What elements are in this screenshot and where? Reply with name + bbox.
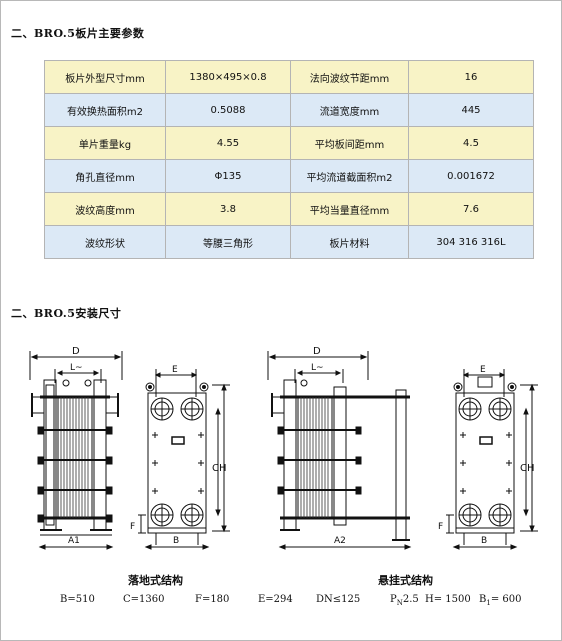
section-title-install: 二、BRO.5安装尺寸 [11,307,122,320]
param-label: 波纹形状 [44,225,166,259]
dim-label-a1: A1 [68,536,80,546]
dim-label-b: B [173,536,179,546]
param-value: 等腰三角形 [165,225,291,259]
dim-label-ch: CH [520,463,535,474]
param-label: 单片重量kg [44,126,166,160]
spec-b1: B1= 600 [479,594,522,607]
spec-dn: DN≤125 [316,594,361,605]
spec-f: F=180 [195,594,230,605]
spec-b: B=510 [60,594,95,605]
param-value: 0.001672 [408,159,534,193]
spec-c: C=1360 [123,594,165,605]
table-row: 单片重量kg 4.55 平均板间距mm 4.5 [44,126,534,160]
section-title-params: 二、BRO.5板片主要参数 [11,27,145,40]
param-label: 板片材料 [290,225,409,259]
spec-pn-prefix: P [390,594,397,605]
param-value: 0.5088 [165,93,291,127]
param-label: 平均板间距mm [290,126,409,160]
param-value: 16 [408,60,534,94]
hanging-side-view [267,351,412,550]
dim-label-e: E [172,365,178,375]
floor-front-view [138,369,230,550]
floor-side-view [29,351,123,550]
table-row: 角孔直径mm Φ135 平均流道截面积m2 0.001672 [44,159,534,193]
param-label: 平均当量直径mm [290,192,409,226]
dim-label-l: L~ [311,363,324,373]
param-value: 7.6 [408,192,534,226]
hanging-front-view [446,369,538,550]
param-label: 角孔直径mm [44,159,166,193]
param-label: 板片外型尺寸mm [44,60,166,94]
table-row: 波纹形状 等腰三角形 板片材料 304 316 316L [44,225,534,259]
table-row: 有效换热面积m2 0.5088 流道宽度mm 445 [44,93,534,127]
spec-e: E=294 [258,594,293,605]
dim-label-l: L~ [70,363,83,373]
dim-label-a2: A2 [334,536,346,546]
caption-floor: 落地式结构 [128,574,183,587]
table-row: 波纹高度mm 3.8 平均当量直径mm 7.6 [44,192,534,226]
param-value: 1380×495×0.8 [165,60,291,94]
spec-b1-sub: 1 [486,599,491,607]
param-value: 4.5 [408,126,534,160]
param-label: 法向波纹节距mm [290,60,409,94]
param-value: Φ135 [165,159,291,193]
spec-h: H= 1500 [425,594,471,605]
param-label: 波纹高度mm [44,192,166,226]
param-value: 4.55 [165,126,291,160]
spec-pn: PN2.5 [390,594,419,607]
param-label: 平均流道截面积m2 [290,159,409,193]
dim-label-ch: CH [212,463,227,474]
dim-label-d: D [72,346,80,357]
spec-b1-value: = 600 [490,594,522,605]
param-value: 3.8 [165,192,291,226]
install-drawings: D L~ E CH F A1 B D L~ A2 E CH F B [29,346,538,550]
params-table: 板片外型尺寸mm 1380×495×0.8 法向波纹节距mm 16 有效换热面积… [44,60,534,259]
param-label: 有效换热面积m2 [44,93,166,127]
spec-pn-value: 2.5 [402,594,419,605]
spec-b1-prefix: B [479,594,487,605]
table-row: 板片外型尺寸mm 1380×495×0.8 法向波纹节距mm 16 [44,60,534,94]
param-label: 流道宽度mm [290,93,409,127]
param-value: 445 [408,93,534,127]
caption-hanging: 悬挂式结构 [378,574,433,587]
spec-pn-sub: N [396,599,403,607]
dim-label-e: E [480,365,486,375]
param-value: 304 316 316L [408,225,534,259]
dim-label-b: B [481,536,487,546]
dim-label-f: F [438,522,443,532]
dim-label-d: D [313,346,321,357]
dim-label-f: F [130,522,135,532]
